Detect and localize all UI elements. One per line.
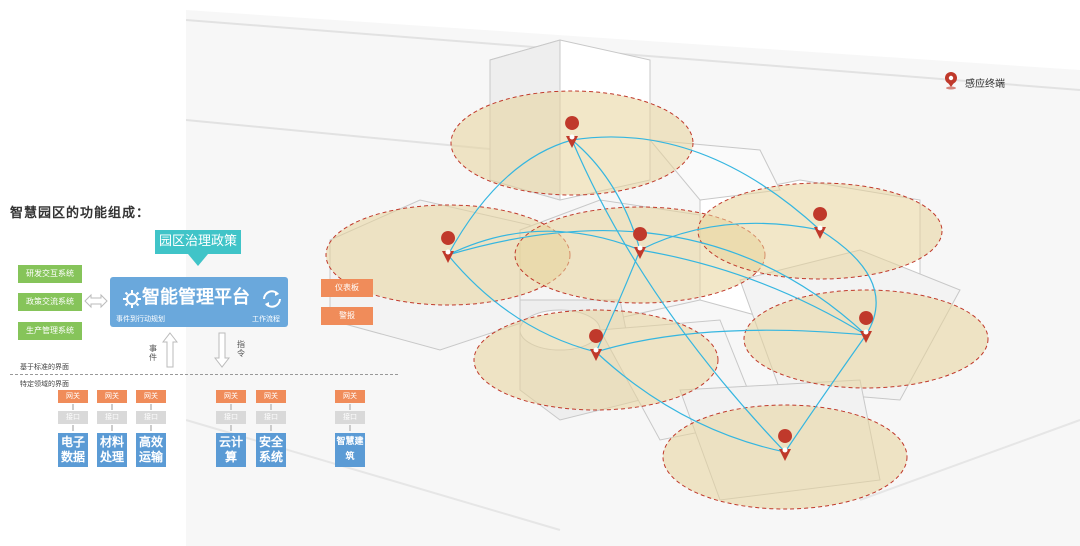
interface-3: 接口	[136, 411, 166, 424]
gateway-1: 网关	[58, 390, 88, 403]
connector	[349, 425, 351, 431]
gear-icon	[123, 290, 141, 308]
legend-pin-icon	[945, 72, 957, 90]
connector	[270, 404, 272, 410]
side-system-3: 生产管理系统	[18, 322, 82, 340]
output-dashboard: 仪表板	[321, 279, 373, 297]
sensor-pin-icon	[813, 207, 828, 239]
divider-line	[10, 374, 398, 375]
sensor-pin-icon	[589, 329, 604, 361]
gateway-6: 网关	[335, 390, 365, 403]
policy-box: 园区治理政策	[155, 230, 241, 254]
connector	[150, 404, 152, 410]
gateway-3: 网关	[136, 390, 166, 403]
sensor-pin-icon	[778, 429, 793, 461]
refresh-icon	[263, 290, 281, 308]
connector	[270, 425, 272, 431]
platform-sub-right: 工作流程	[252, 315, 280, 323]
interface-4: 接口	[216, 411, 246, 424]
module-6: 智慧建筑	[335, 433, 365, 467]
sensor-pin-icon	[859, 311, 874, 343]
down-label: 指令	[237, 340, 245, 358]
sensor-pin-icon	[565, 116, 580, 148]
side-system-1: 研发交互系统	[18, 265, 82, 283]
interface-6: 接口	[335, 411, 365, 424]
double-arrow-icon	[84, 293, 108, 309]
sensor-pin-icon	[441, 231, 456, 263]
interface-2: 接口	[97, 411, 127, 424]
connector	[230, 404, 232, 410]
connector	[111, 404, 113, 410]
platform-sub-left: 事件到行动规划	[116, 315, 165, 323]
down-arrow-icon	[214, 332, 230, 368]
legend-label: 感应终端	[965, 79, 1005, 90]
interface-1: 接口	[58, 411, 88, 424]
connector	[72, 404, 74, 410]
gateway-4: 网关	[216, 390, 246, 403]
module-2: 材料处理	[97, 433, 127, 467]
up-arrow-icon	[162, 332, 178, 368]
connector	[230, 425, 232, 431]
up-label: 事件	[149, 344, 157, 362]
connector	[72, 425, 74, 431]
divider-top-label: 基于标准的界面	[20, 363, 69, 371]
policy-arrow	[188, 254, 208, 266]
platform-title: 智能管理平台	[142, 287, 250, 308]
module-1: 电子数据	[58, 433, 88, 467]
interface-5: 接口	[256, 411, 286, 424]
sensor-pin-icon	[633, 227, 648, 259]
module-3: 高效运输	[136, 433, 166, 467]
gateway-2: 网关	[97, 390, 127, 403]
output-alert: 警报	[321, 307, 373, 325]
network-links	[447, 136, 877, 453]
connector	[111, 425, 113, 431]
connector	[150, 425, 152, 431]
side-system-2: 政策交流系统	[18, 293, 82, 311]
divider-bottom-label: 特定领域的界面	[20, 380, 69, 388]
module-5: 安全系统	[256, 433, 286, 467]
diagram-title: 智慧园区的功能组成：	[10, 206, 151, 221]
connector	[349, 404, 351, 410]
module-4: 云计算	[216, 433, 246, 467]
sensor-pins	[441, 116, 874, 461]
management-platform: 智能管理平台 事件到行动规划 工作流程	[110, 277, 288, 327]
gateway-5: 网关	[256, 390, 286, 403]
